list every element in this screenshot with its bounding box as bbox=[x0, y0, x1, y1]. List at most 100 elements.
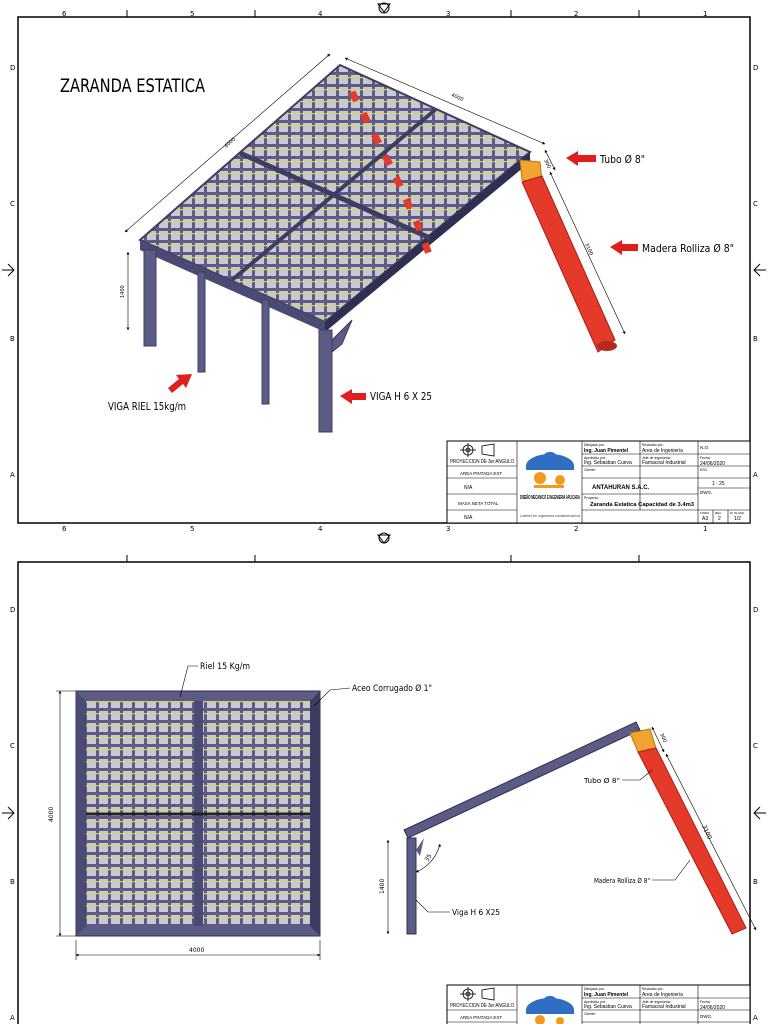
dim-length: 4000 bbox=[223, 137, 237, 150]
side-dim-post: 1400 bbox=[379, 879, 386, 894]
projection-label-2: PROYECCION DE 3er ANGULO bbox=[450, 1003, 514, 1009]
row2-label-c-right: C bbox=[753, 742, 758, 750]
row-label-d: D bbox=[10, 64, 15, 72]
top-dim-height: 4000 bbox=[48, 807, 55, 822]
projection-symbol bbox=[460, 443, 495, 457]
row2-label-c: C bbox=[10, 742, 15, 750]
drawn-by-2: Ing. Juan Pimentel bbox=[584, 992, 629, 998]
side-view bbox=[403, 721, 747, 935]
post-brace bbox=[331, 319, 353, 354]
size: A3 bbox=[702, 516, 708, 522]
no-label: N.O. bbox=[700, 445, 709, 450]
row-label-b-right: B bbox=[753, 335, 758, 343]
project-label: Proyecto: bbox=[584, 496, 599, 500]
company-tagline: Lideres en ingenieria metalmecanica bbox=[520, 514, 580, 518]
col-label-5: 5 bbox=[190, 10, 194, 18]
callout-acero: Aceo Corrugado Ø 1" bbox=[352, 683, 432, 694]
callout-tubo: Tubo Ø 8" bbox=[599, 153, 645, 166]
col-label-1-bottom: 1 bbox=[703, 525, 707, 533]
chief: Famacoal Industrial bbox=[642, 460, 686, 466]
row2-label-a: A bbox=[10, 1014, 15, 1022]
dim-width: 4000 bbox=[450, 92, 464, 103]
row-label-a: A bbox=[10, 471, 15, 479]
sheet-1-border bbox=[17, 16, 751, 524]
company-logo-2 bbox=[526, 996, 574, 1024]
chief-label: Jefe de Ingenieria: bbox=[642, 456, 671, 460]
reviewed: Area de Ingenieria bbox=[642, 448, 683, 454]
sheet-1: 6 5 4 3 2 1 D C B A D C B A 6 bbox=[2, 2, 766, 544]
dwg-label: DWG. bbox=[700, 490, 712, 495]
rev-label: REV. bbox=[715, 511, 722, 515]
row2-label-b: B bbox=[10, 878, 15, 886]
row2-label-d: D bbox=[10, 606, 15, 614]
row-label-c-right: C bbox=[753, 200, 758, 208]
company-logo bbox=[526, 452, 574, 488]
dim-pole: 3100 bbox=[583, 242, 594, 256]
scale-label: ESC: bbox=[700, 468, 708, 472]
sheet-1-bottom-ruler: 6 5 4 3 2 1 bbox=[62, 525, 707, 544]
approved-2: Ing. Sebastian Cueva bbox=[584, 1004, 632, 1010]
top-view-dimensions bbox=[56, 665, 351, 960]
client-label-2: Cliente: bbox=[584, 1012, 596, 1016]
row-label-a-right: A bbox=[753, 471, 758, 479]
row2-label-b-right: B bbox=[753, 878, 758, 886]
chief-2: Famacoal Industrial bbox=[642, 1004, 686, 1010]
dim-height: 1400 bbox=[120, 285, 126, 298]
top-dim-width: 4000 bbox=[189, 947, 204, 954]
arrow-viga-riel bbox=[168, 374, 192, 393]
post-mid-left bbox=[197, 271, 206, 373]
area-value: N/A bbox=[464, 485, 473, 491]
col-label-3-bottom: 3 bbox=[446, 525, 450, 533]
callout-tubo-2: Tubo Ø 8" bbox=[583, 777, 620, 785]
sheet-1-side-ruler: D C B A D C B A bbox=[2, 64, 766, 479]
post-rear-left bbox=[143, 249, 157, 347]
side-dim-pole: 3100 bbox=[700, 824, 713, 841]
dim-tube: 300 bbox=[542, 158, 551, 169]
col-label-4: 4 bbox=[318, 10, 323, 18]
callout-madera-2: Madera Rolliza Ø 8" bbox=[594, 877, 650, 885]
dwg-label-2: DWG. bbox=[700, 1014, 712, 1019]
projection-symbol-2 bbox=[460, 987, 495, 1001]
row-label-d-right: D bbox=[753, 64, 758, 72]
side-post bbox=[406, 837, 417, 935]
col-label-5-bottom: 5 bbox=[190, 525, 194, 533]
iso-dimensions bbox=[124, 53, 626, 335]
callout-viga-h: VIGA H 6 X 25 bbox=[370, 390, 432, 403]
sheet-no-label: N° PLANO bbox=[730, 511, 745, 515]
row-label-b: B bbox=[10, 335, 15, 343]
sheet-no: 1/2 bbox=[734, 516, 741, 522]
scale: 1 : 25 bbox=[712, 481, 725, 487]
company-name: DISEÑO MECANICO E INGENIERIA APLICADA bbox=[520, 494, 580, 501]
drawn-by-label-2: Dibujado por: bbox=[584, 987, 605, 991]
col-label-6: 6 bbox=[62, 10, 67, 18]
sheet-2-top-ruler bbox=[126, 555, 640, 562]
callout-viga-riel: VIGA RIEL 15kg/m bbox=[108, 400, 186, 413]
col-label-2: 2 bbox=[574, 10, 578, 18]
area-label-2: AREA PINTADA EXT bbox=[460, 1015, 502, 1020]
side-pole bbox=[637, 747, 747, 935]
callout-viga-h-2: Viga H 6 X25 bbox=[452, 908, 500, 917]
arrow-tubo bbox=[566, 151, 596, 166]
mass-label: MASA NETA TOTAL bbox=[458, 501, 499, 506]
size-label: FORM. bbox=[700, 511, 710, 515]
row-label-c: C bbox=[10, 200, 15, 208]
mass-value: N/A bbox=[464, 515, 473, 521]
date-label-2: Fecha: bbox=[700, 1000, 711, 1004]
iso-callouts: Tubo Ø 8" Madera Rolliza Ø 8" VIGA RIEL … bbox=[108, 151, 734, 413]
row2-label-d-right: D bbox=[753, 606, 758, 614]
arrow-madera bbox=[610, 240, 638, 255]
title-block-1: PROYECCION DE 3er ANGULO AREA PINTADA EX… bbox=[446, 440, 751, 524]
col-label-1: 1 bbox=[703, 10, 707, 18]
side-deck bbox=[403, 721, 641, 839]
client-label: Cliente: bbox=[584, 468, 596, 472]
approved: Ing. Sebastian Cueva bbox=[584, 460, 632, 466]
side-dim-tube: 300 bbox=[658, 732, 667, 743]
reviewed-label-2: Revisado por: bbox=[642, 987, 664, 991]
side-view-dimensions bbox=[386, 726, 757, 935]
area-label: AREA PINTADA EXT bbox=[460, 471, 502, 476]
support-pole bbox=[521, 175, 616, 353]
col-label-6-bottom: 6 bbox=[62, 525, 67, 533]
iso-support-pole bbox=[519, 159, 617, 353]
callout-madera: Madera Rolliza Ø 8" bbox=[642, 242, 734, 255]
approved-label-2: Aprobado por: bbox=[584, 1000, 606, 1004]
